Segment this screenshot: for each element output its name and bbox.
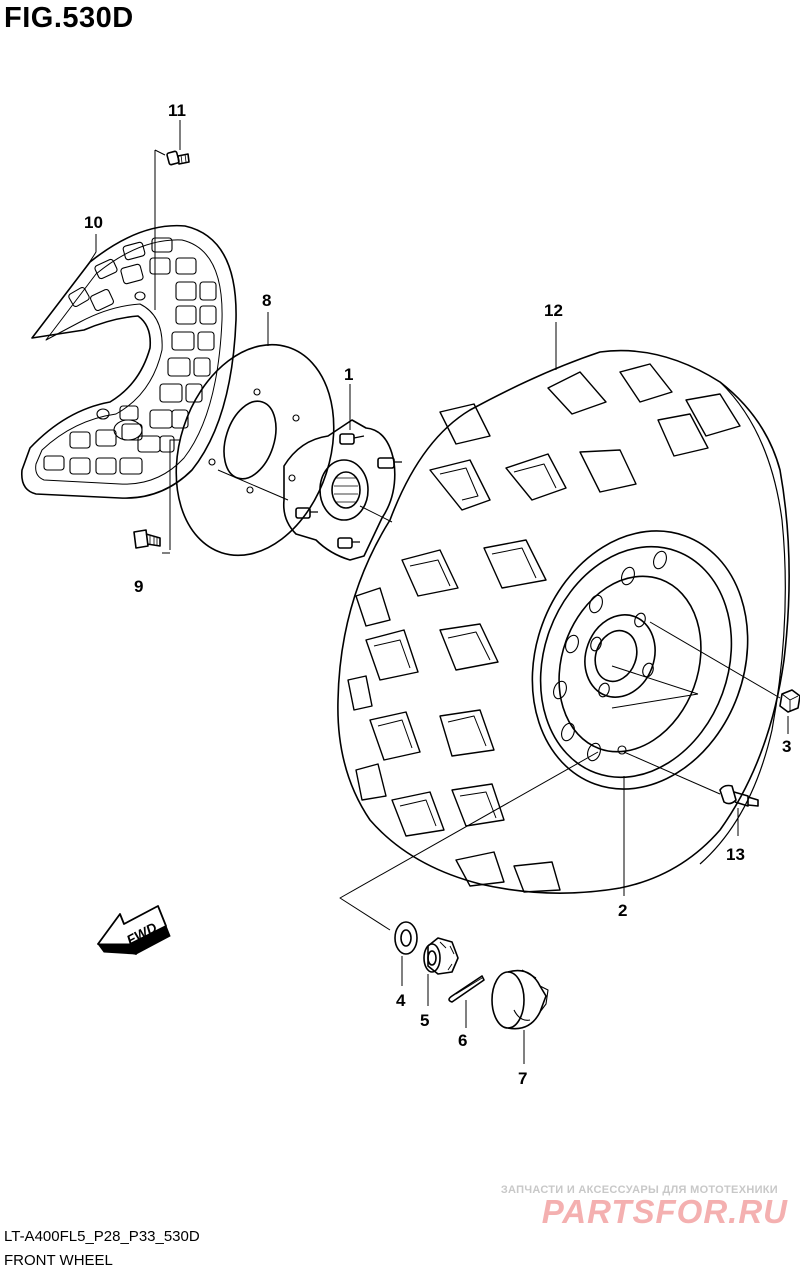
- nut-3-leader: [611, 621, 781, 709]
- watermark-logo: PARTSFOR.RU: [541, 1193, 788, 1230]
- callout-12: 12: [544, 301, 563, 320]
- callout-5: 5: [420, 1011, 429, 1030]
- callout-10: 10: [84, 213, 103, 232]
- wheel-rim: [531, 530, 749, 790]
- air-valve: [719, 784, 759, 807]
- cover-bolt: [166, 150, 190, 166]
- fwd-arrow: FWD: [97, 905, 171, 955]
- disc-bolt: [133, 529, 161, 549]
- callout-8: 8: [262, 291, 271, 310]
- callout-7: 7: [518, 1069, 527, 1088]
- callout-6: 6: [458, 1031, 467, 1050]
- figure-title: FIG.530D: [4, 2, 134, 34]
- callout-1: 1: [344, 365, 353, 384]
- callout-11: 11: [168, 101, 186, 120]
- footer-code: LT-A400FL5_P28_P33_530D: [4, 1228, 200, 1245]
- callout-2: 2: [618, 901, 627, 920]
- wheel-nut: [779, 689, 800, 713]
- tire: [337, 349, 790, 894]
- valve-13-leader: [623, 751, 721, 795]
- watermark-tagline: ЗАПЧАСТИ И АКСЕССУАРЫ ДЛЯ МОТОТЕХНИКИ: [500, 1184, 778, 1196]
- bolt-9-leader: [169, 439, 180, 550]
- washer: [394, 921, 418, 955]
- disc-cover: [20, 224, 237, 499]
- brake-disc: [175, 343, 335, 557]
- cotter-pin: [448, 975, 485, 1003]
- footer-name: FRONT WHEEL: [4, 1252, 113, 1269]
- callout-4: 4: [396, 991, 406, 1010]
- hub-cap: [491, 969, 549, 1030]
- castle-nut: [423, 937, 459, 975]
- callout-9: 9: [134, 577, 143, 596]
- hub-centerline: [217, 469, 393, 523]
- callout-13: 13: [726, 845, 745, 864]
- hub: [282, 419, 402, 561]
- callout-3: 3: [782, 737, 791, 756]
- axle-centerline: [339, 751, 599, 931]
